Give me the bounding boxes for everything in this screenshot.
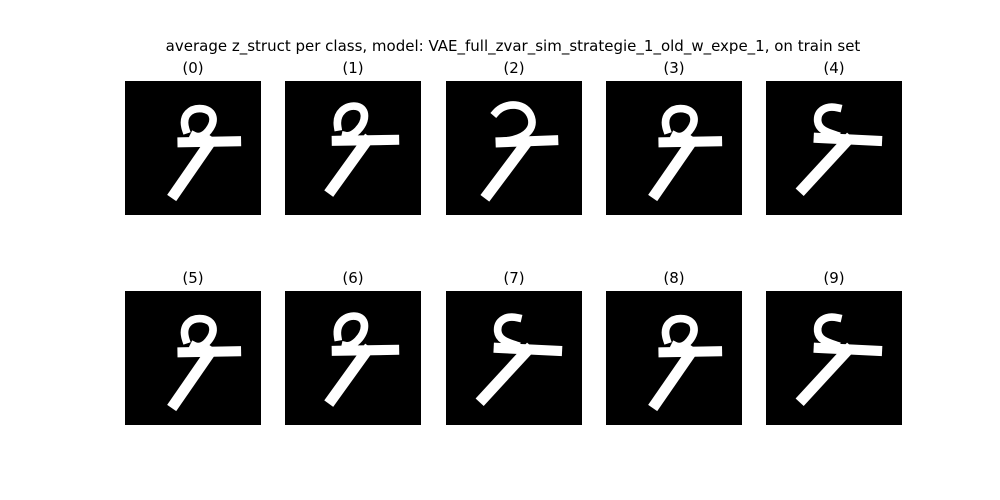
digit-stroke-loop: [333, 102, 369, 140]
digit-stroke-stem: [167, 344, 218, 412]
panel-label-7: (7): [503, 269, 525, 287]
digit-stroke-loop: [813, 313, 843, 350]
digit-stroke-loop: [661, 104, 698, 141]
digit-stroke-loop: [661, 314, 698, 351]
digit-stroke-loop: [493, 313, 523, 350]
panel-class-1: (1): [285, 59, 421, 215]
digit-stroke-stem: [795, 132, 856, 196]
panel-label-2: (2): [503, 59, 525, 77]
panel-class-2: (2): [446, 59, 582, 215]
panel-label-5: (5): [182, 269, 204, 287]
panel-class-5: (5): [125, 269, 261, 425]
digit-image-3: [606, 81, 742, 215]
figure-title: average z_struct per class, model: VAE_f…: [165, 37, 861, 55]
panel-class-0: (0): [125, 59, 261, 215]
digit-stroke-stem: [795, 342, 856, 406]
digit-stroke-stem: [324, 343, 375, 407]
panel-label-9: (9): [823, 269, 845, 287]
panel-label-8: (8): [663, 269, 685, 287]
digit-stroke-loop: [333, 312, 369, 350]
digit-stroke-stem: [167, 134, 218, 202]
panel-label-0: (0): [182, 59, 204, 77]
digit-image-1: [285, 81, 421, 215]
digit-image-4: [766, 81, 902, 215]
panel-class-3: (3): [606, 59, 742, 215]
digit-image-2: [446, 81, 582, 215]
digit-stroke-stem: [648, 134, 699, 202]
digit-stroke-stem: [480, 135, 535, 202]
panel-class-9: (9): [766, 269, 902, 425]
digit-stroke-stem: [648, 344, 699, 412]
panel-class-8: (8): [606, 269, 742, 425]
digit-image-5: [125, 291, 261, 425]
digit-stroke-loop: [813, 103, 843, 140]
digit-stroke-loop: [490, 101, 536, 146]
digit-image-8: [606, 291, 742, 425]
digit-image-6: [285, 291, 421, 425]
digit-stroke-loop: [180, 314, 217, 351]
digit-stroke-stem: [475, 342, 536, 406]
panel-class-7: (7): [446, 269, 582, 425]
panel-label-1: (1): [342, 59, 364, 77]
digit-image-7: [446, 291, 582, 425]
panel-label-6: (6): [342, 269, 364, 287]
digit-image-0: [125, 81, 261, 215]
panel-class-4: (4): [766, 59, 902, 215]
digit-stroke-loop: [180, 104, 217, 141]
panel-label-3: (3): [663, 59, 685, 77]
digit-image-9: [766, 291, 902, 425]
panel-label-4: (4): [823, 59, 845, 77]
digit-stroke-stem: [324, 133, 375, 197]
panel-class-6: (6): [285, 269, 421, 425]
